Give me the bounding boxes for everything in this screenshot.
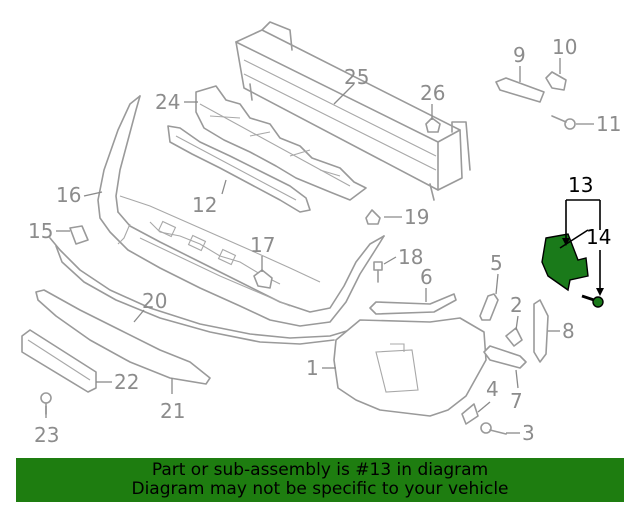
callout-19: 19 <box>404 205 429 229</box>
callout-5: 5 <box>490 251 503 275</box>
callout-23: 23 <box>34 423 59 447</box>
callout-13: 13 <box>568 173 593 197</box>
part-15-clip <box>69 225 89 245</box>
banner-line-2: Diagram may not be specific to your vehi… <box>131 479 509 499</box>
part-19-clip <box>365 209 381 225</box>
part-13-highlighted <box>541 233 589 292</box>
callout-14: 14 <box>586 225 611 249</box>
callout-16: 16 <box>56 183 81 207</box>
part-14-highlighted-screw <box>581 294 604 308</box>
callout-18: 18 <box>398 245 423 269</box>
callout-3: 3 <box>522 421 535 445</box>
part-9-trim <box>495 77 545 103</box>
part-21-lower-strip <box>35 289 211 385</box>
part-18-bolt <box>373 261 383 283</box>
banner-line-1: Part or sub-assembly is #13 in diagram <box>151 460 489 480</box>
callout-1: 1 <box>306 356 319 380</box>
parts-diagram: 9 10 11 25 26 24 12 16 15 17 18 19 6 5 2… <box>21 21 621 447</box>
part-3-screw <box>480 422 507 435</box>
callout-11: 11 <box>596 112 621 136</box>
callout-8: 8 <box>562 319 575 343</box>
part-1-fascia <box>333 317 487 417</box>
part-26-nut <box>425 117 441 133</box>
part-17-bracket <box>253 269 273 289</box>
callout-20: 20 <box>142 289 167 313</box>
leader-lines <box>45 58 604 434</box>
part-4-cover <box>461 403 479 425</box>
callout-24: 24 <box>155 90 180 114</box>
callout-10: 10 <box>552 35 577 59</box>
part-25-reinforcement-bar <box>235 21 471 201</box>
part-2-bracket <box>505 327 523 347</box>
part-6-trim <box>369 293 457 315</box>
callout-6: 6 <box>420 265 433 289</box>
part-16-bumper-cover <box>97 95 385 327</box>
part-24-absorber <box>195 85 367 201</box>
callout-4: 4 <box>486 377 499 401</box>
part-10-bolt <box>545 71 567 91</box>
part-22-plate-bracket <box>21 329 97 393</box>
part-7-guide <box>483 345 527 369</box>
callout-21: 21 <box>160 399 185 423</box>
part-8-bracket <box>533 299 549 363</box>
callout-7: 7 <box>510 389 523 413</box>
part-12-bracket <box>167 125 311 213</box>
info-banner: Part or sub-assembly is #13 in diagram D… <box>16 458 624 502</box>
callout-9: 9 <box>513 43 526 67</box>
callout-15: 15 <box>28 219 53 243</box>
callout-26: 26 <box>420 81 445 105</box>
callout-22: 22 <box>114 370 139 394</box>
part-5-clip <box>479 293 499 321</box>
callout-25: 25 <box>344 65 369 89</box>
callout-labels: 9 10 11 25 26 24 12 16 15 17 18 19 6 5 2… <box>28 35 621 447</box>
callout-17: 17 <box>250 233 275 257</box>
part-20-lower-trim <box>49 237 351 345</box>
callout-2: 2 <box>510 293 523 317</box>
callout-12: 12 <box>192 193 217 217</box>
part-11-screw <box>551 115 576 130</box>
